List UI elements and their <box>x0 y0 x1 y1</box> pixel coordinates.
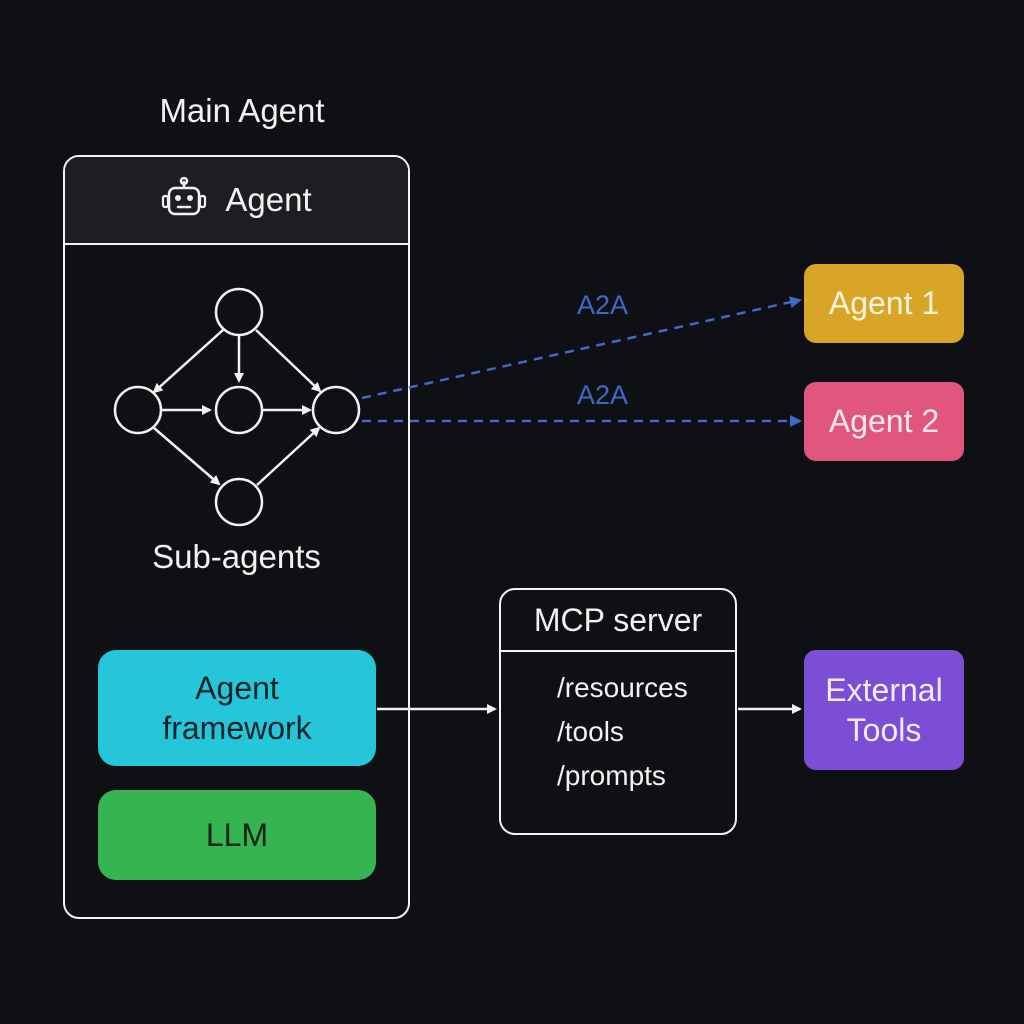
mcp-item-prompts: /prompts <box>557 760 666 791</box>
mcp-server-box: MCP server /resources /tools /prompts <box>499 588 737 835</box>
llm-box: LLM <box>98 790 376 880</box>
main-agent-title: Main Agent <box>159 92 325 129</box>
external-tools-box: External Tools <box>804 650 964 770</box>
main-agent-box: Agent <box>63 155 410 919</box>
external-tools-line2: Tools <box>846 712 922 748</box>
agent-header: Agent <box>65 157 408 245</box>
agent-2-box: Agent 2 <box>804 382 964 461</box>
mcp-item-resources: /resources <box>557 672 688 703</box>
mcp-item-tools: /tools <box>557 716 624 747</box>
agent-framework-box: Agent framework <box>98 650 376 766</box>
subagents-label: Sub-agents <box>152 538 321 575</box>
a2a-label-2: A2A <box>577 380 629 410</box>
agent-1-label: Agent 1 <box>828 285 940 321</box>
agent-header-label: Agent <box>225 181 312 218</box>
framework-label-line2: framework <box>162 710 312 746</box>
mcp-server-title: MCP server <box>501 590 735 652</box>
external-tools-line1: External <box>825 672 943 708</box>
agent-2-label: Agent 2 <box>828 403 940 439</box>
framework-label-line1: Agent <box>195 670 279 706</box>
robot-icon <box>162 177 207 216</box>
agent-1-box: Agent 1 <box>804 264 964 343</box>
llm-label: LLM <box>205 816 269 853</box>
a2a-label-1: A2A <box>577 290 629 320</box>
